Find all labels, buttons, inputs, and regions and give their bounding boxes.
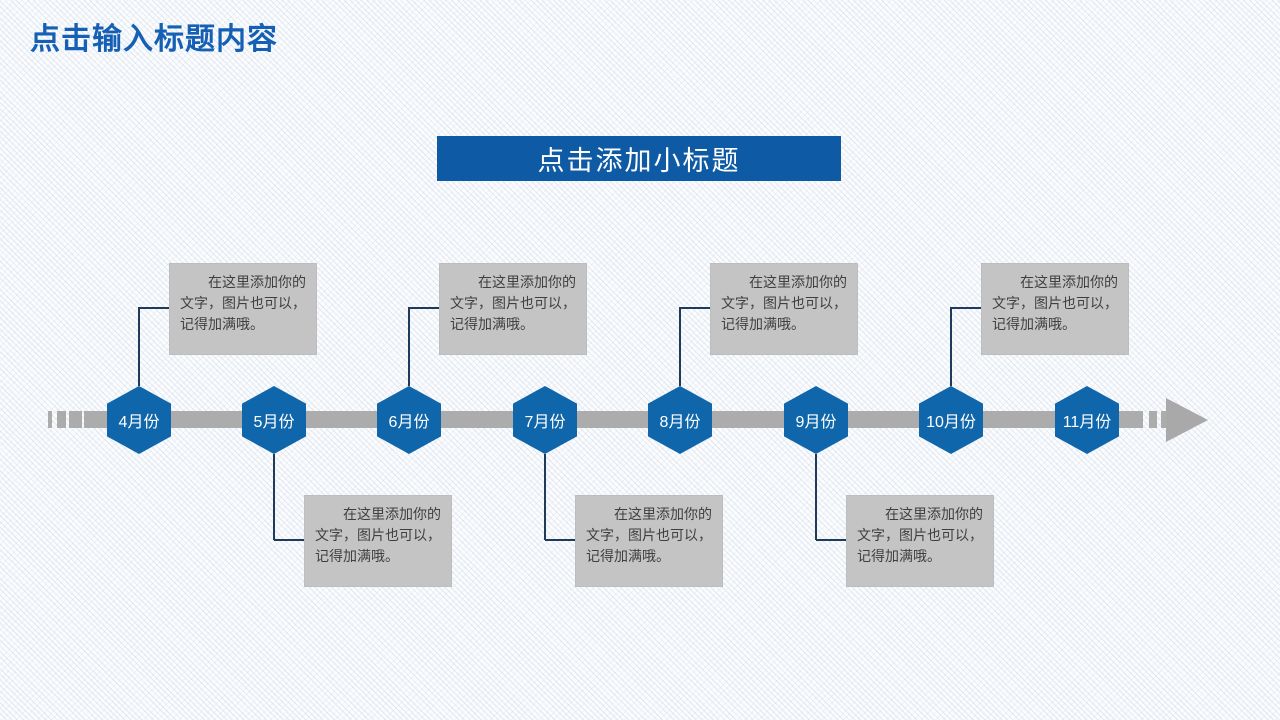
milestone-label: 5月份	[253, 414, 295, 431]
connector-line-horizontal	[951, 307, 981, 309]
connector-line-horizontal	[274, 539, 304, 541]
timeline-hexagon[interactable]: 10月份	[919, 386, 983, 454]
connector-line-horizontal	[139, 307, 169, 309]
note-text: 在这里添加你的文字，图片也可以，记得加满哦。	[721, 274, 847, 332]
connector-line-vertical	[273, 454, 275, 540]
timeline-bar	[84, 411, 1143, 428]
timeline-hexagon[interactable]: 9月份	[784, 386, 848, 454]
connector-line-vertical	[950, 307, 952, 386]
note-text: 在这里添加你的文字，图片也可以，记得加满哦。	[450, 274, 576, 332]
note-box[interactable]: 在这里添加你的文字，图片也可以，记得加满哦。	[575, 495, 723, 587]
milestone-label: 7月份	[524, 414, 566, 431]
timeline-hexagon[interactable]: 7月份	[513, 386, 577, 454]
timeline-end-dash-large	[1149, 411, 1157, 428]
connector-line-vertical	[138, 307, 140, 386]
timeline-start-dash-large	[69, 411, 82, 428]
milestone-label: 11月份	[1062, 414, 1112, 431]
connector-line-horizontal	[680, 307, 710, 309]
note-box[interactable]: 在这里添加你的文字，图片也可以，记得加满哦。	[169, 263, 317, 355]
milestone-label: 8月份	[659, 414, 701, 431]
note-text: 在这里添加你的文字，图片也可以，记得加满哦。	[315, 506, 441, 564]
connector-line-horizontal	[816, 539, 846, 541]
milestone-label: 10月份	[926, 414, 976, 431]
note-box[interactable]: 在这里添加你的文字，图片也可以，记得加满哦。	[439, 263, 587, 355]
timeline-hexagon[interactable]: 11月份	[1055, 386, 1119, 454]
note-box[interactable]: 在这里添加你的文字，图片也可以，记得加满哦。	[304, 495, 452, 587]
connector-line-vertical	[679, 307, 681, 386]
note-box[interactable]: 在这里添加你的文字，图片也可以，记得加满哦。	[981, 263, 1129, 355]
milestone-label: 9月份	[795, 414, 837, 431]
timeline-hexagon[interactable]: 8月份	[648, 386, 712, 454]
note-text: 在这里添加你的文字，图片也可以，记得加满哦。	[857, 506, 983, 564]
timeline-start-dash-small	[48, 411, 52, 428]
note-text: 在这里添加你的文字，图片也可以，记得加满哦。	[992, 274, 1118, 332]
timeline-end-dash-small	[1161, 411, 1166, 428]
connector-line-horizontal	[545, 539, 575, 541]
timeline-hexagon[interactable]: 4月份	[107, 386, 171, 454]
connector-line-horizontal	[409, 307, 439, 309]
note-box[interactable]: 在这里添加你的文字，图片也可以，记得加满哦。	[710, 263, 858, 355]
note-text: 在这里添加你的文字，图片也可以，记得加满哦。	[180, 274, 306, 332]
timeline-hexagon[interactable]: 5月份	[242, 386, 306, 454]
subtitle-text: 点击添加小标题	[537, 146, 741, 176]
connector-line-vertical	[544, 454, 546, 540]
milestone-label: 6月份	[388, 414, 430, 431]
timeline-hexagon[interactable]: 6月份	[377, 386, 441, 454]
connector-line-vertical	[408, 307, 410, 386]
milestone-label: 4月份	[118, 414, 160, 431]
connector-line-vertical	[815, 454, 817, 540]
note-box[interactable]: 在这里添加你的文字，图片也可以，记得加满哦。	[846, 495, 994, 587]
slide-title[interactable]: 点击输入标题内容	[30, 23, 278, 56]
timeline-start-dash-medium	[57, 411, 66, 428]
note-text: 在这里添加你的文字，图片也可以，记得加满哦。	[586, 506, 712, 564]
timeline-arrow-icon	[1166, 398, 1208, 442]
subtitle-banner[interactable]: 点击添加小标题	[437, 136, 841, 181]
